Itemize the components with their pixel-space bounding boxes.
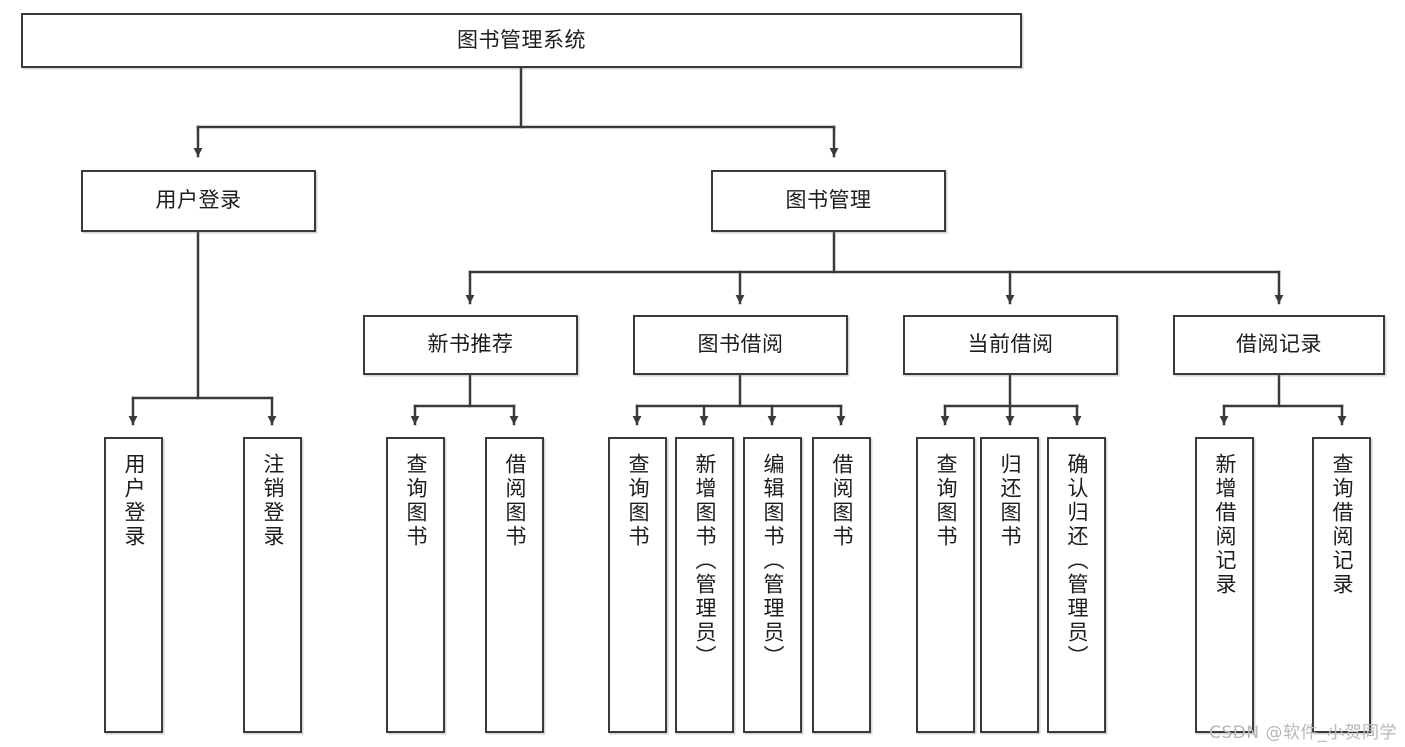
node-user-login-label: 用户登录: [155, 188, 242, 213]
node-leaf-borrow-query-label: 查询图书: [626, 453, 650, 549]
node-root-label: 图书管理系统: [457, 27, 586, 52]
node-leaf-borrow-lend-label: 借阅图书: [830, 453, 854, 549]
node-leaf-user-login[interactable]: 用户登录: [104, 437, 163, 733]
node-leaf-borrow-edit-label: 编辑图书（管理员）: [761, 453, 785, 669]
node-leaf-rec-query[interactable]: 查询图书: [386, 437, 445, 733]
node-leaf-borrow-add[interactable]: 新增图书（管理员）: [675, 437, 734, 733]
node-leaf-cur-query[interactable]: 查询图书: [916, 437, 975, 733]
node-leaf-rec-borrow[interactable]: 借阅图书: [485, 437, 544, 733]
node-leaf-user-logout-label: 注销登录: [261, 453, 285, 549]
node-leaf-rec-borrow-label: 借阅图书: [503, 453, 527, 549]
node-leaf-borrow-edit[interactable]: 编辑图书（管理员）: [743, 437, 802, 733]
node-leaf-rec-add-label: 新增借阅记录: [1213, 453, 1237, 597]
node-leaf-rec-add[interactable]: 新增借阅记录: [1195, 437, 1254, 733]
node-leaf-cur-confirm[interactable]: 确认归还（管理员）: [1047, 437, 1106, 733]
node-leaf-borrow-lend[interactable]: 借阅图书: [812, 437, 871, 733]
node-book-borrow[interactable]: 图书借阅: [633, 315, 848, 375]
node-leaf-rec-search-label: 查询借阅记录: [1330, 453, 1354, 597]
csdn-watermark: CSDN @软件_小贺同学: [1209, 723, 1397, 743]
node-borrow-record[interactable]: 借阅记录: [1173, 315, 1385, 375]
node-leaf-borrow-query[interactable]: 查询图书: [608, 437, 667, 733]
node-leaf-user-logout[interactable]: 注销登录: [243, 437, 302, 733]
node-book-borrow-label: 图书借阅: [697, 332, 784, 357]
node-user-login[interactable]: 用户登录: [81, 170, 316, 232]
node-leaf-cur-return[interactable]: 归还图书: [980, 437, 1039, 733]
node-book-manage[interactable]: 图书管理: [711, 170, 946, 232]
node-leaf-rec-query-label: 查询图书: [404, 453, 428, 549]
node-new-book-rec[interactable]: 新书推荐: [363, 315, 578, 375]
node-leaf-user-login-label: 用户登录: [122, 453, 146, 549]
node-current-borrow-label: 当前借阅: [967, 332, 1054, 357]
node-borrow-record-label: 借阅记录: [1236, 332, 1322, 357]
node-leaf-rec-search[interactable]: 查询借阅记录: [1312, 437, 1371, 733]
node-root[interactable]: 图书管理系统: [21, 13, 1022, 68]
node-current-borrow[interactable]: 当前借阅: [903, 315, 1118, 375]
node-book-manage-label: 图书管理: [785, 188, 872, 213]
node-leaf-cur-confirm-label: 确认归还（管理员）: [1065, 453, 1089, 669]
node-leaf-cur-return-label: 归还图书: [998, 453, 1022, 549]
node-leaf-borrow-add-label: 新增图书（管理员）: [693, 453, 717, 669]
node-leaf-cur-query-label: 查询图书: [934, 453, 958, 549]
node-new-book-rec-label: 新书推荐: [427, 332, 514, 357]
